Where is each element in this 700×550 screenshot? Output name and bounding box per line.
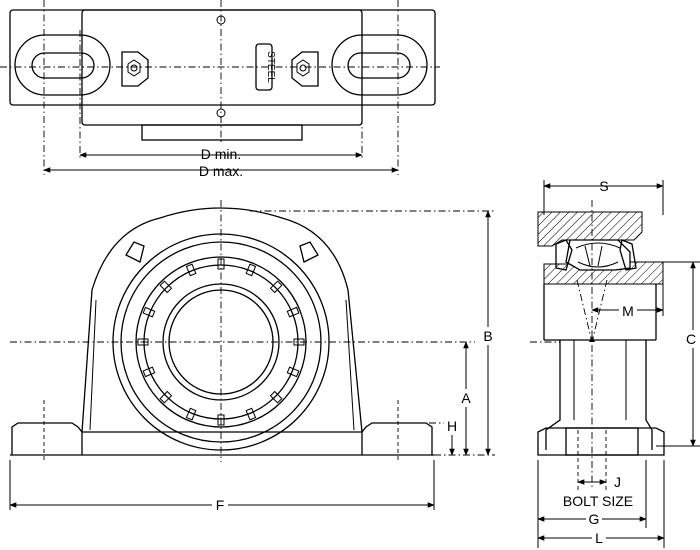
left-bolt-slot — [14, 34, 111, 96]
right-bolt-slot — [331, 34, 428, 96]
a-label: A — [461, 390, 471, 406]
b-label: B — [483, 328, 492, 344]
grease-fitting-left-icon — [121, 51, 149, 87]
grease-fitting-right-icon — [291, 51, 319, 87]
d-max-label: D max. — [199, 163, 243, 179]
h-label: H — [447, 418, 457, 434]
top-view: STEEL D min. D max. — [0, 0, 440, 179]
side-view: S C — [530, 178, 700, 548]
m-label: M — [622, 303, 634, 319]
bolt-size-label: BOLT SIZE — [563, 493, 633, 509]
l-label: L — [595, 530, 603, 546]
steel-label: STEEL — [265, 51, 276, 83]
roller-cage — [137, 258, 305, 426]
d-min-label: D min. — [201, 146, 241, 162]
g-label: G — [589, 511, 600, 527]
j-label: J — [614, 474, 621, 490]
front-view: B A H F — [9, 200, 496, 514]
s-label: S — [599, 178, 608, 194]
f-label: F — [216, 497, 225, 513]
c-label: C — [686, 331, 696, 347]
